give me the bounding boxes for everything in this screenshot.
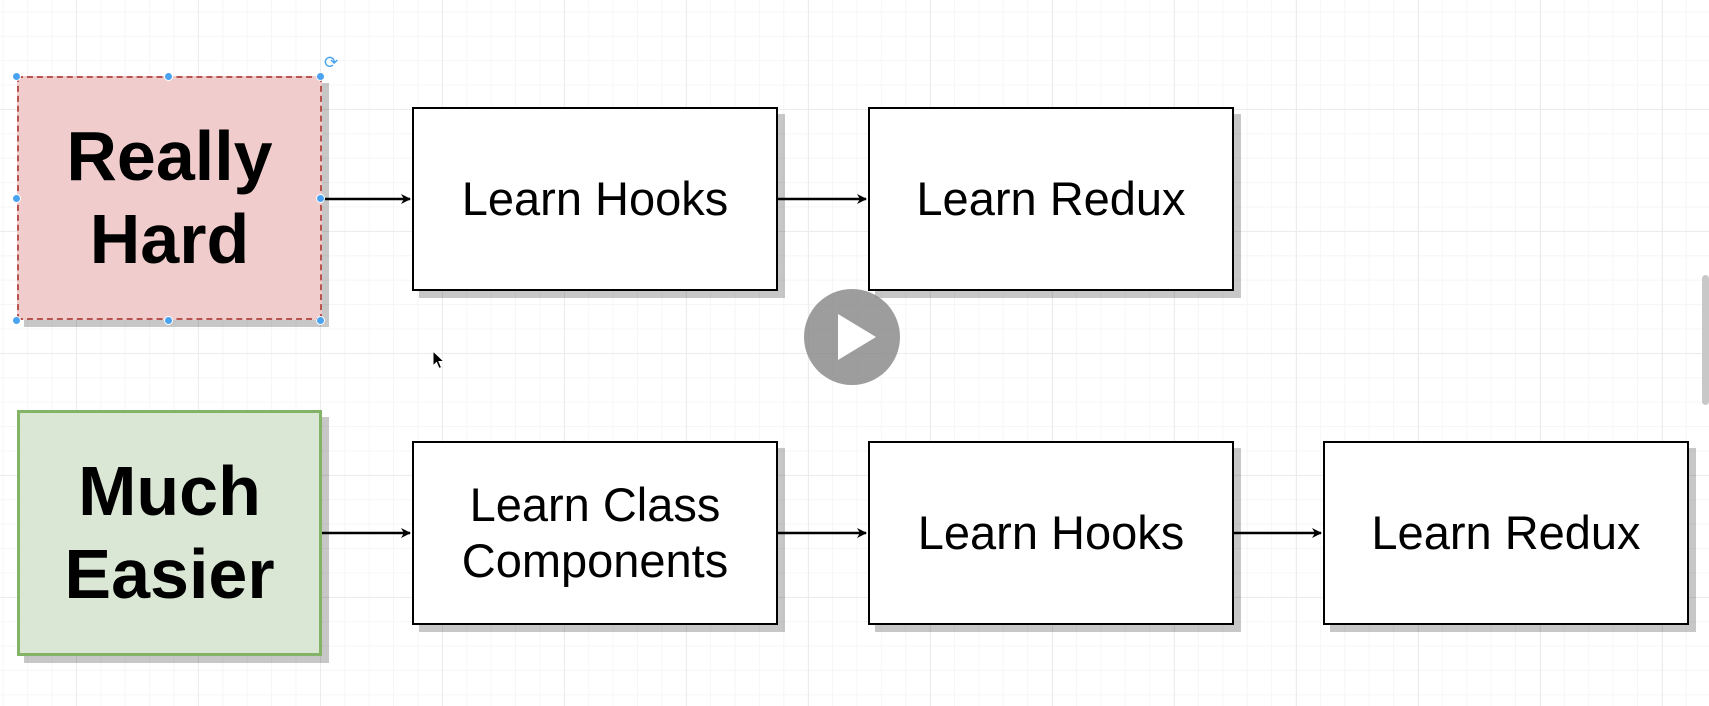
really-hard-box[interactable]: Really Hard: [17, 76, 322, 320]
learn-hooks-box-2[interactable]: Learn Hooks: [868, 441, 1234, 625]
rotate-icon[interactable]: ⟳: [324, 53, 339, 72]
really-hard-label: Really Hard: [66, 117, 273, 278]
learn-hooks-label-2: Learn Hooks: [917, 505, 1185, 559]
mouse-pointer-icon: [432, 350, 446, 370]
learn-hooks-label: Learn Hooks: [461, 171, 729, 225]
resize-handle-top-left[interactable]: [12, 72, 21, 81]
learn-hooks-box[interactable]: Learn Hooks: [412, 107, 778, 291]
learn-redux-label: Learn Redux: [916, 171, 1186, 225]
play-button[interactable]: [804, 289, 900, 385]
learn-class-components-label: Learn Class Components: [461, 477, 729, 587]
much-easier-box[interactable]: Much Easier: [17, 410, 322, 656]
much-easier-label: Much Easier: [64, 452, 275, 613]
resize-handle-top-right[interactable]: [316, 72, 325, 81]
play-icon: [837, 314, 876, 360]
learn-redux-label-2: Learn Redux: [1371, 505, 1641, 559]
vertical-scrollbar[interactable]: [1702, 275, 1709, 405]
resize-handle-bottom-right[interactable]: [316, 316, 325, 325]
learn-class-components-box[interactable]: Learn Class Components: [412, 441, 778, 625]
resize-handle-right[interactable]: [316, 194, 325, 203]
resize-handle-bottom[interactable]: [164, 316, 173, 325]
resize-handle-top[interactable]: [164, 72, 173, 81]
learn-redux-box[interactable]: Learn Redux: [868, 107, 1234, 291]
resize-handle-bottom-left[interactable]: [12, 316, 21, 325]
resize-handle-left[interactable]: [12, 194, 21, 203]
learn-redux-box-2[interactable]: Learn Redux: [1323, 441, 1689, 625]
